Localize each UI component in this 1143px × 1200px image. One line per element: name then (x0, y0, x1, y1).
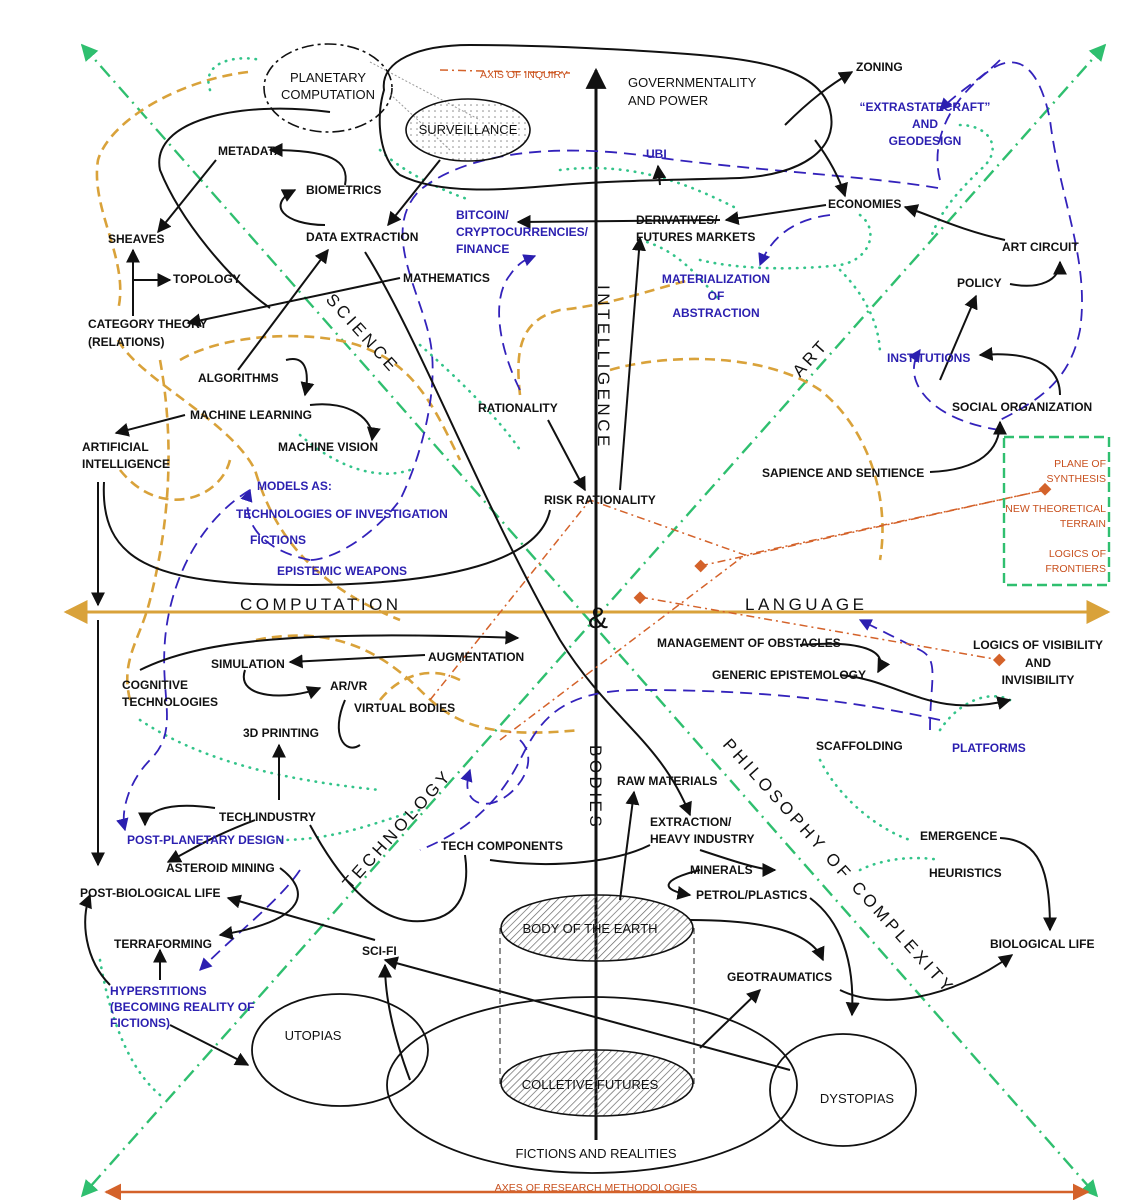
heuristics-label: HEURISTICS (929, 866, 1002, 880)
models-as-label: MODELS AS: (257, 479, 332, 493)
social-organization-label: SOCIAL ORGANIZATION (952, 400, 1092, 414)
extraction-heavy-industry-label: EXTRACTION/HEAVY INDUSTRY (650, 815, 754, 846)
axes-of-research-methodologies-label: AXES OF RESEARCH METHODOLOGIES (495, 1182, 697, 1194)
emergence-label: EMERGENCE (920, 829, 997, 843)
axis-language: LANGUAGE (745, 595, 867, 614)
ampersand-center: & (588, 602, 608, 635)
biological-life-label: BIOLOGICAL LIFE (990, 937, 1094, 951)
platforms-label: PLATFORMS (952, 741, 1026, 755)
sci-fi-label: SCI-FI (362, 944, 397, 958)
raw-materials-label: RAW MATERIALS (617, 774, 717, 788)
axis-art: ART (789, 335, 833, 381)
geotraumatics-label: GEOTRAUMATICS (727, 970, 832, 984)
art-circuit-label: ART CIRCUIT (1002, 240, 1079, 254)
management-of-obstacles-label: MANAGEMENT OF OBSTACLES (657, 636, 841, 650)
bitcoin-label: BITCOIN/CRYPTOCURRENCIES/FINANCE (456, 208, 589, 256)
body-of-the-earth-label: BODY OF THE EARTH (522, 921, 657, 936)
fictions-and-realities-label: FICTIONS AND REALITIES (515, 1146, 676, 1161)
black-connections (78, 71, 1067, 1081)
augmentation-label: AUGMENTATION (428, 650, 524, 664)
axis-labels: COMPUTATION LANGUAGE INTELLIGENCE BODIES… (240, 285, 959, 998)
algorithms-label: ALGORITHMS (198, 371, 279, 385)
shapes (251, 43, 1111, 1174)
orange-connections (429, 69, 1052, 741)
post-biological-life-label: POST-BIOLOGICAL LIFE (80, 886, 220, 900)
dystopias-label: DYSTOPIAS (820, 1091, 895, 1106)
tech-components-label: TECH COMPONENTS (441, 839, 563, 853)
petrol-plastics-label: PETROL/PLASTICS (696, 888, 807, 902)
axis-intelligence: INTELLIGENCE (594, 285, 613, 450)
3d-printing-label: 3D PRINTING (243, 726, 319, 740)
sheaves-label: SHEAVES (108, 232, 164, 246)
biometrics-label: BIOMETRICS (306, 183, 381, 197)
machine-vision-label: MACHINE VISION (278, 440, 378, 454)
utopias-label: UTOPIAS (285, 1028, 342, 1043)
axis-technology: TECHNOLOGY (339, 765, 456, 892)
derivatives-label: DERIVATIVES/FUTURES MARKETS (636, 213, 755, 244)
axis-bodies: BODIES (586, 745, 605, 830)
sapience-label: SAPIENCE AND SENTIENCE (762, 466, 924, 480)
technologies-of-investigation-label: TECHNOLOGIES OF INVESTIGATION (236, 507, 448, 521)
terraforming-label: TERRAFORMING (114, 937, 212, 951)
policy-label: POLICY (957, 276, 1002, 290)
scaffolding-label: SCAFFOLDING (816, 739, 903, 753)
metadata-label: METADATA (218, 144, 283, 158)
axis-of-inquiry-label: AXIS OF INQUIRY (480, 69, 568, 81)
generic-epistemology-label: GENERIC EPISTEMOLOGY (712, 668, 866, 682)
surveillance-label: SURVEILLANCE (419, 122, 518, 137)
risk-rationality-label: RISK RATIONALITY (544, 493, 656, 507)
axis-computation: COMPUTATION (240, 595, 402, 614)
zoning-label: ZONING (856, 60, 903, 74)
minerals-label: MINERALS (690, 863, 753, 877)
purple-connections (116, 59, 1083, 971)
institutions-label: INSTITUTIONS (887, 351, 970, 365)
colletive-futures-label: COLLETIVE FUTURES (522, 1077, 659, 1092)
fictions-label: FICTIONS (250, 533, 306, 547)
topology-label: TOPOLOGY (173, 272, 241, 286)
economies-label: ECONOMIES (828, 197, 901, 211)
rationality-label: RATIONALITY (478, 401, 558, 415)
mathematics-label: MATHEMATICS (403, 271, 490, 285)
epistemic-weapons-label: EPISTEMIC WEAPONS (277, 564, 407, 578)
category-theory-label: CATEGORY THEORY(RELATIONS) (88, 317, 207, 349)
simulation-label: SIMULATION (211, 657, 285, 671)
virtual-bodies-label: VIRTUAL BODIES (354, 701, 455, 715)
ar-vr-label: AR/VR (330, 679, 368, 693)
post-planetary-design-label: POST-PLANETARY DESIGN (127, 833, 284, 847)
tech-industry-label: TECH INDUSTRY (219, 810, 316, 824)
gold-connections (95, 70, 884, 734)
machine-learning-label: MACHINE LEARNING (190, 408, 312, 422)
asteroid-mining-label: ASTEROID MINING (166, 861, 275, 875)
data-extraction-label: DATA EXTRACTION (306, 230, 418, 244)
ubi-label: UBI (646, 147, 667, 161)
